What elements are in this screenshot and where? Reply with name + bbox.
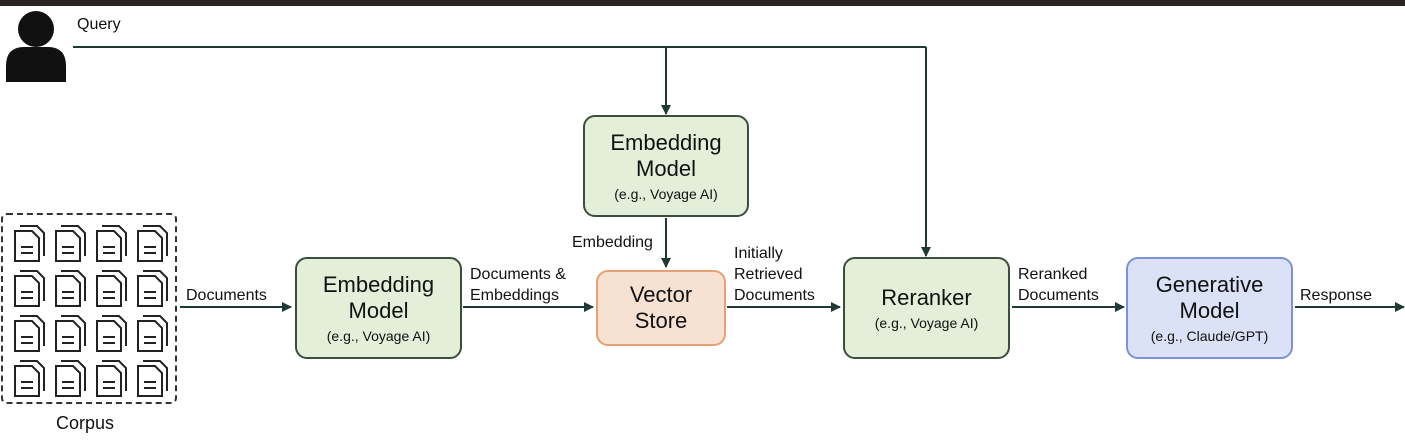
title-line-1: Reranker xyxy=(881,284,972,310)
subtitle: (e.g., Voyage AI) xyxy=(874,314,979,331)
edge-label-initially-3: Documents xyxy=(734,287,815,304)
document-icon xyxy=(55,270,86,307)
document-embedding-model-box: Embedding Model (e.g., Voyage AI) xyxy=(295,257,462,359)
document-icon xyxy=(137,315,168,352)
edge-label-documents-embeddings-2: Embeddings xyxy=(470,287,559,304)
edge-label-initially-1: Initially xyxy=(734,245,783,262)
top-bar xyxy=(0,0,1405,6)
document-icon xyxy=(96,270,127,307)
subtitle: (e.g., Voyage AI) xyxy=(614,185,718,202)
edge-label-reranked-2: Documents xyxy=(1018,287,1099,304)
edge-label-response: Response xyxy=(1300,287,1373,304)
document-icon xyxy=(55,360,86,397)
document-icon xyxy=(14,315,45,352)
document-icon xyxy=(14,360,45,397)
document-icon xyxy=(96,360,127,397)
generative-model-box: Generative Model (e.g., Claude/GPT) xyxy=(1126,257,1293,359)
title-line-2: Model xyxy=(1179,297,1240,323)
document-icon xyxy=(55,315,86,352)
reranker-box: Reranker (e.g., Voyage AI) xyxy=(843,257,1010,359)
edge-label-documents-embeddings-1: Documents & xyxy=(470,266,567,283)
title-line-1: Generative xyxy=(1155,271,1264,297)
edge-label-documents: Documents xyxy=(186,287,267,304)
subtitle: (e.g., Claude/GPT) xyxy=(1150,327,1269,344)
vector-store-box: Vector Store xyxy=(596,270,726,346)
edge-label-reranked-1: Reranked xyxy=(1018,266,1088,283)
edge-label-initially-2: Retrieved xyxy=(734,266,803,283)
title-line-2: Store xyxy=(634,308,688,333)
title-line-2: Model xyxy=(348,297,409,323)
subtitle: (e.g., Voyage AI) xyxy=(326,327,431,344)
document-icon xyxy=(137,225,168,262)
title-line-1: Vector xyxy=(629,282,693,307)
document-icon xyxy=(14,225,45,262)
document-icon xyxy=(137,270,168,307)
document-icon xyxy=(14,270,45,307)
corpus-container xyxy=(1,213,177,404)
title-line-2: Model xyxy=(636,155,696,181)
title-line-1: Embedding xyxy=(610,129,722,155)
user-icon xyxy=(6,11,66,82)
document-icon xyxy=(137,360,168,397)
title-line-1: Embedding xyxy=(322,271,435,297)
query-embedding-model-box: Embedding Model (e.g., Voyage AI) xyxy=(583,115,749,217)
document-icon xyxy=(96,225,127,262)
document-icons-grid xyxy=(14,225,168,397)
edge-label-embedding: Embedding xyxy=(572,234,653,251)
query-label: Query xyxy=(77,16,121,33)
document-icon xyxy=(55,225,86,262)
document-icon xyxy=(96,315,127,352)
corpus-label: Corpus xyxy=(56,413,115,433)
